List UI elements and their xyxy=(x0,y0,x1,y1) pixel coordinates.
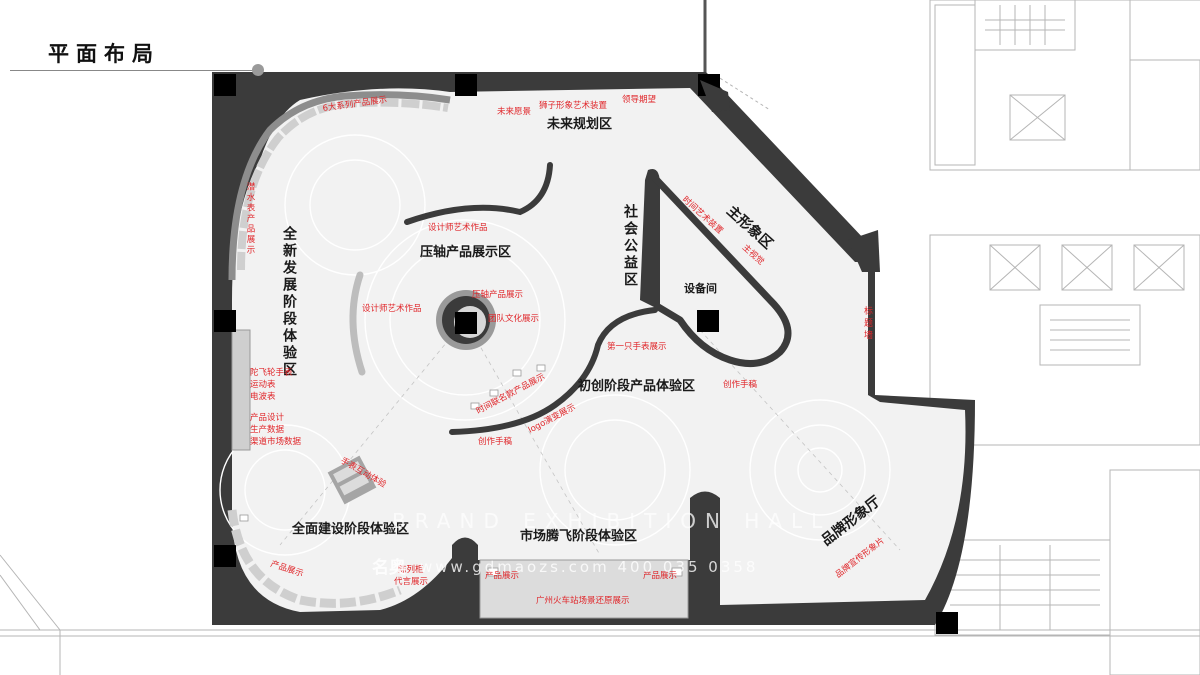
ann-designer-art-top: 设计师艺术作品 xyxy=(428,222,488,233)
zone-title-wall: 标题墙 xyxy=(862,305,873,342)
ann-cabinet-display: 陈列柜 xyxy=(398,564,424,575)
ann-guangzhou-station: 广州火车站场景还原展示 xyxy=(536,595,630,606)
zone-new-stage: 全新发展阶段体验区 xyxy=(281,225,298,379)
ann-channel-data: 渠道市场数据 xyxy=(250,436,302,447)
ann-creation-draft-left: 创作手稿 xyxy=(478,436,513,447)
zone-public-welfare: 社会公益区 xyxy=(622,203,639,289)
ann-product-design: 产品设计 xyxy=(250,412,285,423)
ann-era-display: 代言展示 xyxy=(394,576,428,587)
watermark-contact: www.gdmaozs.com 400 035 0358 xyxy=(420,558,758,576)
zone-equipment-room: 设备间 xyxy=(684,281,717,295)
plinths xyxy=(239,364,683,577)
watermark-brand-line: BRAND EXHIBITION HALL xyxy=(392,509,831,533)
designer-wall-top xyxy=(404,162,553,225)
ann-gyro-watch: 陀飞轮手表 xyxy=(250,367,293,378)
title-underline xyxy=(10,70,260,71)
bottom-left-panels xyxy=(227,509,402,608)
zone-startup-stage: 初创阶段产品体验区 xyxy=(578,378,695,394)
zone-construction-stage: 全面建设阶段体验区 xyxy=(291,521,409,537)
left-panels xyxy=(231,329,251,451)
ann-products-mid-right: 产品展示 xyxy=(643,570,677,581)
ann-designer-art-label: 设计师艺术作品 xyxy=(362,303,422,314)
ann-future-vision: 未来愿景 xyxy=(497,106,531,117)
six-series-wall xyxy=(228,91,451,281)
ann-team-culture: 团队文化展示 xyxy=(488,313,539,324)
ann-creation-draft-right: 创作手稿 xyxy=(723,379,758,390)
ann-radio-watch: 电波表 xyxy=(250,391,276,402)
startup-wall xyxy=(449,307,658,435)
zone-future-planning: 未来规划区 xyxy=(546,116,612,132)
zone-market-takeoff: 市场腾飞阶段体验区 xyxy=(520,528,637,544)
ann-diving-watch: 潜水表产品展示 xyxy=(245,181,255,255)
floor-rings xyxy=(219,134,891,556)
station-recess xyxy=(479,559,689,619)
ann-products-mid-left: 产品展示 xyxy=(485,570,519,581)
title-dot xyxy=(252,64,264,76)
ann-first-watch: 第一只手表展示 xyxy=(607,341,667,352)
six-series-panels xyxy=(237,98,449,271)
designer-wall-left xyxy=(349,271,366,376)
stair-wedge xyxy=(700,80,730,112)
watermark-logo: 名奥 xyxy=(372,557,407,578)
ann-leader-expect: 领导期望 xyxy=(622,94,657,105)
ann-compressor-products: 压轴产品展示 xyxy=(472,289,523,300)
ann-lion-art: 狮子形象艺术装置 xyxy=(539,100,608,111)
page-title: 平面布局 xyxy=(48,42,160,66)
public-welfare-wall xyxy=(640,169,660,310)
ann-sports-watch: 运动表 xyxy=(250,379,276,390)
ann-production-data: 生产数据 xyxy=(250,424,285,435)
interactive-table xyxy=(327,455,377,505)
stair-wedge-right xyxy=(848,230,880,272)
floor-dash-lines xyxy=(279,319,901,556)
equipment-loop-wall xyxy=(649,172,792,368)
zone-compressor-display: 压轴产品展示区 xyxy=(420,244,511,260)
